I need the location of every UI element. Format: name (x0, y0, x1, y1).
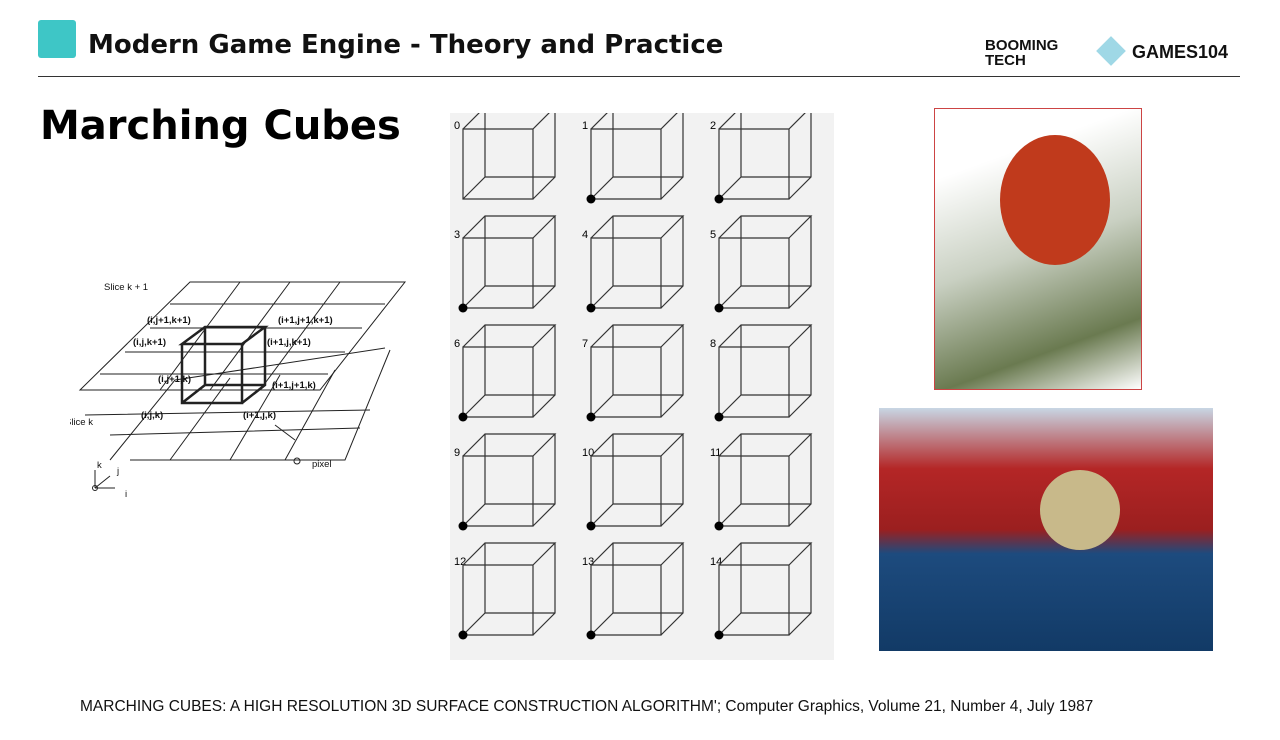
case-cell: 11 (710, 433, 813, 531)
vertex-label: (i+1,j,k+1) (267, 337, 311, 348)
vertex-label: (i,j+1,k+1) (147, 315, 191, 326)
case-number: 3 (454, 229, 460, 241)
vertex-marker (714, 521, 724, 531)
case-cell: 4 (582, 215, 685, 313)
vertex-label: (i+1,j+1,k) (272, 380, 316, 391)
skull-shape (1000, 135, 1110, 265)
case-cell: 0 (454, 106, 557, 200)
case-cell: 8 (710, 324, 813, 422)
vertex-label: (i+1,j,k) (243, 410, 276, 421)
vertex-label: (i,j,k) (141, 410, 163, 421)
case-number: 9 (454, 447, 460, 459)
case-number: 13 (582, 556, 594, 568)
case-number: 0 (454, 120, 460, 132)
case-number: 12 (454, 556, 466, 568)
vertex-marker (586, 412, 596, 422)
propeller-shape (1040, 470, 1120, 550)
citation: MARCHING CUBES: A HIGH RESOLUTION 3D SUR… (80, 698, 1094, 715)
case-number: 8 (710, 338, 716, 350)
vertex-marker (458, 303, 468, 313)
vertex-label: (i,j,k+1) (133, 337, 166, 348)
pixel-label: pixel (312, 459, 332, 470)
axis-label: j (116, 466, 119, 477)
vertex-marker (714, 194, 724, 204)
header-title: Modern Game Engine - Theory and Practice (88, 30, 724, 60)
case-number: 14 (710, 556, 722, 568)
vertex-marker (586, 521, 596, 531)
slide-title: Marching Cubes (40, 103, 401, 149)
case-cell: 1 (582, 106, 685, 204)
vertex-marker (458, 630, 468, 640)
vertex-marker (714, 412, 724, 422)
case-number: 7 (582, 338, 588, 350)
case-cell: 7 (582, 324, 685, 422)
case-cell: 14 (710, 542, 813, 640)
case-number: 2 (710, 120, 716, 132)
case-number: 11 (710, 447, 721, 459)
vertex-marker (458, 412, 468, 422)
case-cell: 10 (582, 433, 685, 531)
slice-diagram: Slice k + 1 Slice k (i,j+1,k+1) (i+1,j+1… (70, 281, 407, 500)
case-cell: 13 (582, 542, 685, 640)
header-divider (38, 76, 1240, 77)
vertex-label: (i,j+1,k) (158, 374, 191, 385)
vertex-marker (586, 630, 596, 640)
vertex-label: (i+1,j+1,k+1) (278, 315, 333, 326)
case-cell: 2 (710, 106, 813, 204)
case-number: 1 (582, 120, 588, 132)
slice-bottom-label: Slice k (70, 417, 93, 428)
case-number: 10 (582, 447, 594, 459)
vertex-marker (586, 194, 596, 204)
case-number: 6 (454, 338, 460, 350)
case-number: 5 (710, 229, 716, 241)
axis-label: i (125, 489, 127, 500)
course-logo-icon (38, 20, 76, 58)
vertex-marker (714, 630, 724, 640)
axis-label: k (97, 460, 102, 471)
vertex-marker (714, 303, 724, 313)
case-cell: 5 (710, 215, 813, 313)
case-cell: 3 (454, 215, 557, 313)
vertex-marker (586, 303, 596, 313)
case-cell: 12 (454, 542, 557, 640)
vertex-marker (458, 521, 468, 531)
slice-top-label: Slice k + 1 (104, 282, 148, 293)
case-cell: 6 (454, 324, 557, 422)
games104-logo: GAMES104 (1132, 42, 1229, 62)
case-cell: 9 (454, 433, 557, 531)
games-cube-icon (1096, 36, 1126, 66)
case-number: 4 (582, 229, 588, 241)
